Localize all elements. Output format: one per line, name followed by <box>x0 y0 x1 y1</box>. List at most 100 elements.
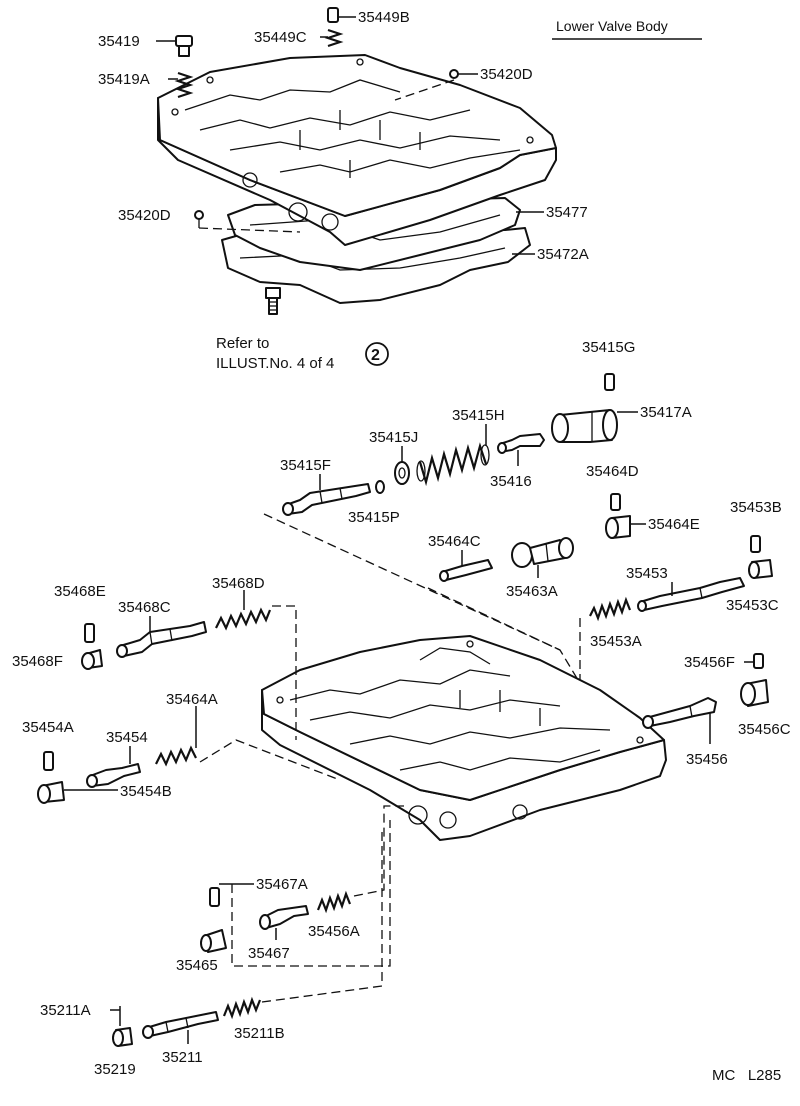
upper-channel-5 <box>299 110 421 178</box>
part-35454B[interactable]: 35454B <box>37 781 172 804</box>
valve-35453 <box>639 577 745 611</box>
pin-35468E <box>84 623 95 643</box>
reference-circle <box>365 342 389 366</box>
part-35453[interactable]: 35453 <box>626 565 745 612</box>
part-35415G[interactable]: 35415G <box>582 339 635 391</box>
part-35419A[interactable]: 35419A <box>98 71 194 99</box>
pin-35415G <box>604 373 615 391</box>
plug-35456C-end <box>740 682 756 706</box>
label-35456A: 35456A <box>308 923 360 940</box>
label-35453: 35453 <box>626 565 668 582</box>
reference-line-1: Refer to <box>216 335 269 352</box>
valve-35454 <box>89 763 141 787</box>
part-35467[interactable]: 35467 <box>248 905 309 962</box>
label-35219: 35219 <box>94 1061 136 1078</box>
part-35453A[interactable]: 35453A <box>589 596 642 650</box>
part-35449C[interactable]: 35449C <box>254 28 344 48</box>
clip-35415P <box>375 480 385 494</box>
valve-35415F-land1 <box>319 490 323 504</box>
part-35467A[interactable]: 35467A <box>209 876 308 907</box>
upper-valve-body[interactable] <box>157 54 557 304</box>
part-35416[interactable]: 35416 <box>490 433 545 490</box>
assembly-guides <box>199 513 581 1003</box>
pin-35456F <box>753 653 764 669</box>
part-35415H[interactable]: 35415H <box>416 407 505 487</box>
part-35453B[interactable]: 35453B <box>730 499 782 553</box>
plug-35464E-end <box>605 517 619 539</box>
label-35464E: 35464E <box>648 516 700 533</box>
part-35465[interactable]: 35465 <box>176 929 227 974</box>
valve-35453-land <box>699 587 703 599</box>
spring-35449C <box>324 28 344 48</box>
part-35468F[interactable]: 35468F <box>12 649 103 670</box>
gasket-35477-detail <box>249 214 501 241</box>
lower-channel-1 <box>289 669 511 701</box>
plug-35219-end <box>112 1029 124 1047</box>
guide-35467A <box>231 820 391 967</box>
part-35456[interactable]: 35456 <box>642 697 728 768</box>
part-35464A[interactable]: 35464A <box>155 691 218 767</box>
part-35449B[interactable]: 35449B <box>327 7 410 26</box>
part-35420D-left[interactable]: 35420D <box>118 207 301 233</box>
spring-35419A <box>174 71 194 99</box>
part-35468D[interactable]: 35468D <box>212 575 272 631</box>
valve-35415F-end <box>282 502 294 516</box>
upper-channel-3 <box>229 135 501 151</box>
part-35463A[interactable]: 35463A <box>506 537 574 600</box>
footer-code: MC L285 <box>712 1067 781 1084</box>
label-35211A: 35211A <box>40 1002 91 1019</box>
part-35415J[interactable]: 35415J <box>369 429 418 485</box>
part-35211B[interactable]: 35211B <box>222 996 285 1042</box>
spring-35415H <box>418 442 488 487</box>
part-35211[interactable]: 35211 <box>142 1011 219 1066</box>
part-35454[interactable]: 35454 <box>86 729 148 788</box>
part-35417A[interactable]: 35417A <box>551 404 692 443</box>
label-35456C: 35456C <box>738 721 791 738</box>
part-35464D[interactable]: 35464D <box>586 463 639 511</box>
valve-35415F <box>285 483 371 515</box>
spring-35456A <box>316 890 352 914</box>
part-35456A[interactable]: 35456A <box>308 890 360 940</box>
upper-body-top <box>157 54 557 217</box>
pin-35464D <box>610 493 621 511</box>
valve-35467-end <box>259 914 271 930</box>
upper-bore-1 <box>288 202 308 222</box>
part-35456C[interactable]: 35456C <box>738 679 791 738</box>
upper-hole-1 <box>171 108 179 116</box>
label-35419: 35419 <box>98 33 140 50</box>
valve-35463A-end <box>558 537 574 559</box>
reference-bolt[interactable] <box>265 287 281 315</box>
label-35449C: 35449C <box>254 29 307 46</box>
valve-35416-end <box>497 442 507 454</box>
part-35464E[interactable]: 35464E <box>605 515 700 539</box>
label-35464D: 35464D <box>586 463 639 480</box>
part-35420D-top[interactable]: 35420D <box>394 66 533 101</box>
part-35453C[interactable]: 35453C <box>726 559 779 614</box>
guide-35456A <box>353 805 404 897</box>
part-35468E[interactable]: 35468E <box>54 583 106 643</box>
part-35415P[interactable]: 35415P <box>348 480 400 526</box>
label-35416: 35416 <box>490 473 532 490</box>
lower-valve-body[interactable] <box>261 635 667 841</box>
part-35454A[interactable]: 35454A <box>22 719 74 771</box>
washer-35415J-hole <box>398 467 406 479</box>
label-35456F: 35456F <box>684 654 735 671</box>
plug-35468F-end <box>81 652 95 670</box>
part-35468C[interactable]: 35468C <box>116 599 207 658</box>
label-35463A: 35463A <box>506 583 558 600</box>
part-35219[interactable]: 35219 <box>94 1027 136 1078</box>
part-35211A[interactable]: 35211A <box>40 1002 121 1026</box>
bolt-head <box>265 287 281 299</box>
valve-35463A-groove <box>545 542 549 562</box>
upper-channel-4 <box>279 149 521 173</box>
valve-35464C-end <box>439 570 449 582</box>
part-35464C[interactable]: 35464C <box>428 533 493 582</box>
part-35456F[interactable]: 35456F <box>684 653 764 671</box>
reference-note: Refer to ILLUST.No. 4 of 4 2 <box>216 335 389 372</box>
bolt-35449B <box>327 7 339 23</box>
part-35415F[interactable]: 35415F <box>280 457 371 516</box>
part-35419[interactable]: 35419 <box>98 33 193 57</box>
valve-35211 <box>145 1011 219 1037</box>
label-35468F: 35468F <box>12 653 63 670</box>
